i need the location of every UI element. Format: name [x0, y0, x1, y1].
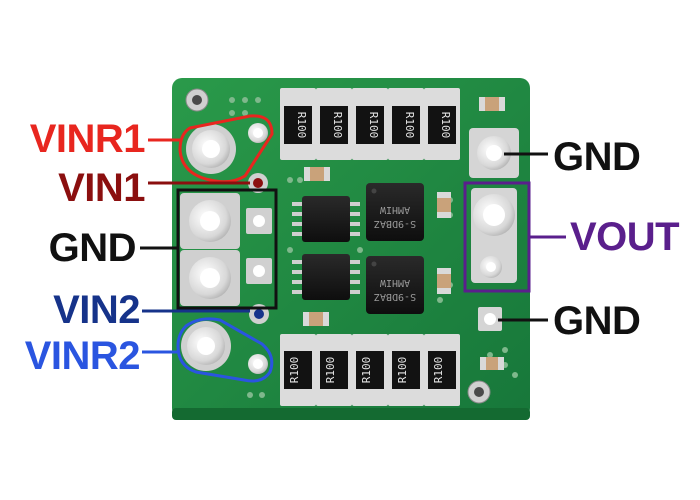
- resistor-bottom-4: R100: [388, 334, 424, 406]
- resistor-top-2: R100: [316, 88, 352, 160]
- pcb-board: [172, 78, 530, 420]
- mounting-holes: [185, 88, 491, 404]
- vinr2-outline: [176, 317, 274, 383]
- capacitors: [303, 97, 505, 370]
- ic-marking-line-2: S-9DBAZ: [374, 291, 416, 302]
- resistor-marking: R100: [432, 357, 445, 384]
- resistor-marking: R100: [295, 112, 308, 139]
- bottom-resistor-row: R100 R100 R100 R100 R100: [280, 334, 460, 406]
- top-resistor-row: R100 R100 R100 R100 R100: [280, 88, 460, 160]
- large-ic-lower: AMHIW S-9DBAZ: [366, 256, 424, 314]
- label-vin2: VIN2: [53, 288, 140, 332]
- resistor-bottom-2: R100: [316, 334, 352, 406]
- resistor-marking: R100: [367, 112, 380, 139]
- resistor-marking: R100: [324, 357, 337, 384]
- label-vinr2: VINR2: [24, 334, 141, 378]
- label-gnd-top: GND: [553, 135, 641, 179]
- label-vinr1: VINR1: [29, 117, 146, 161]
- resistor-top-1: R100: [280, 88, 316, 160]
- resistor-top-5: R100: [424, 88, 460, 160]
- pad-gnd-top: [469, 128, 519, 178]
- label-vout: VOUT: [570, 215, 680, 259]
- resistor-marking: R100: [403, 112, 416, 139]
- large-ic-upper: AMHIW S-9DBAZ: [366, 183, 424, 241]
- resistor-marking: R100: [439, 112, 452, 139]
- resistor-top-3: R100: [352, 88, 388, 160]
- ic-marking-line-1: AMHIW: [379, 277, 410, 288]
- resistor-bottom-1: R100: [280, 334, 316, 406]
- resistor-marking: R100: [331, 112, 344, 139]
- resistor-marking: R100: [396, 357, 409, 384]
- resistor-bottom-5: R100: [424, 334, 460, 406]
- ic-marking-line-1: AMHIW: [379, 204, 410, 215]
- pad-gnd-bottom: [478, 307, 502, 331]
- pad-vin1: [248, 173, 268, 193]
- resistor-marking: R100: [360, 357, 373, 384]
- pad-vinr1: [186, 123, 268, 174]
- pad-gnd-left: [180, 193, 272, 306]
- ic-marking-line-2: S-9DBAZ: [374, 218, 416, 229]
- label-vin1: VIN1: [58, 166, 145, 210]
- vinr1-outline: [178, 114, 274, 184]
- small-ic-lower: [292, 254, 360, 300]
- resistor-marking: R100: [288, 357, 301, 384]
- pad-vout: [471, 188, 517, 283]
- pad-vinr2: [181, 321, 268, 374]
- label-gnd-left: GND: [48, 226, 137, 270]
- resistor-top-4: R100: [388, 88, 424, 160]
- small-ic-upper: [292, 196, 360, 242]
- label-gnd-bottom: GND: [553, 299, 641, 343]
- vout-outline: [463, 181, 531, 293]
- resistor-bottom-3: R100: [352, 334, 388, 406]
